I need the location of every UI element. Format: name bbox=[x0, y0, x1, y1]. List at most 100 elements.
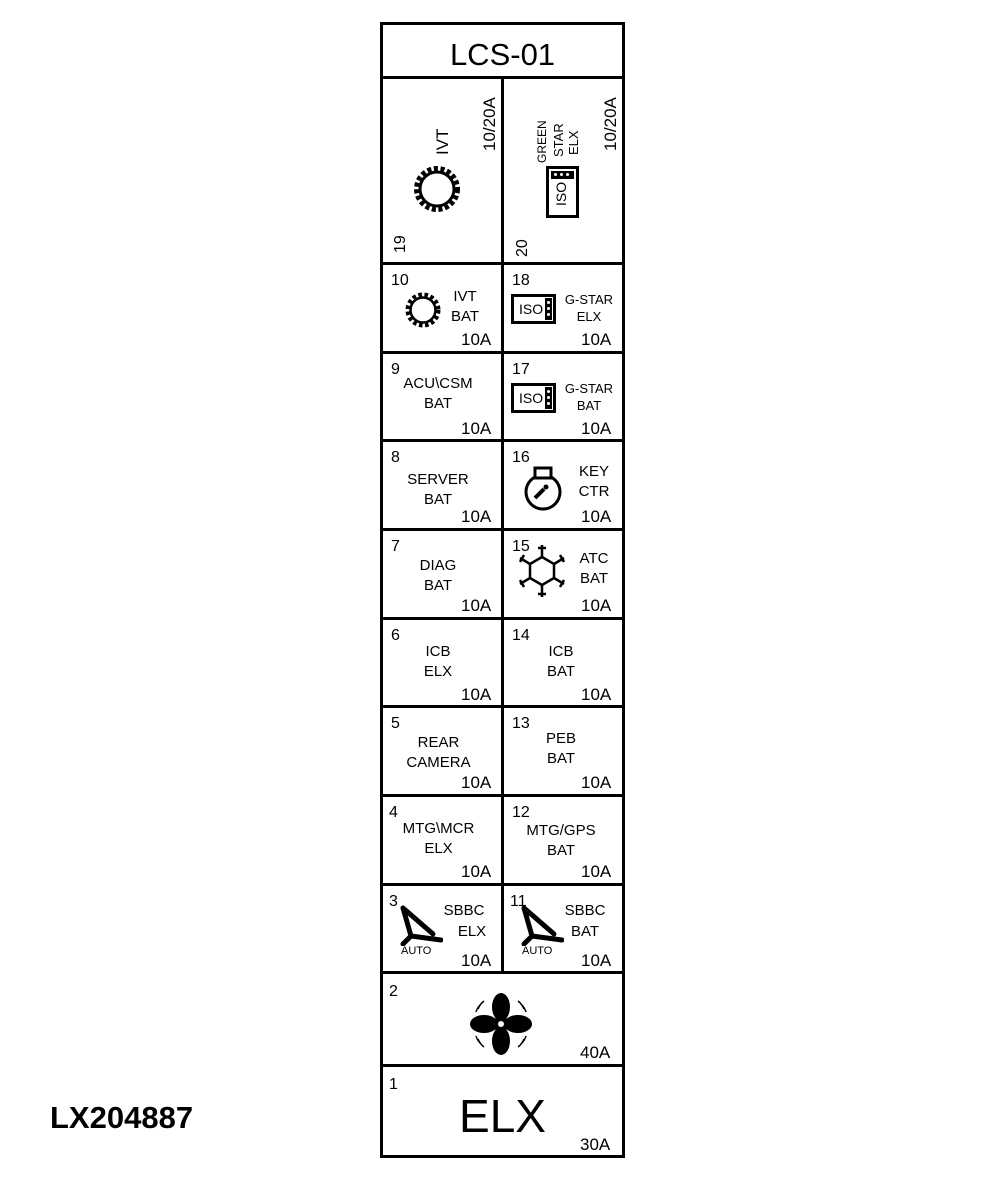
auto-steer-icon bbox=[400, 905, 443, 946]
fuse-rating: 10A bbox=[581, 330, 612, 349]
fuse-label-line1: SERVER bbox=[407, 471, 469, 488]
fuse-8: 8 SERVER BAT 10A bbox=[383, 442, 501, 528]
fuse-label-line1: IVT bbox=[453, 288, 477, 305]
fuse-12: 12 MTG/GPS BAT 10A bbox=[504, 797, 622, 883]
fuse-label-line1: REAR bbox=[417, 734, 460, 751]
fuse-label-line2: BAT bbox=[546, 842, 576, 859]
fuse-17: 17 ISO G-STAR BAT 10A bbox=[504, 354, 622, 439]
fuse-number: 1 bbox=[389, 1076, 398, 1093]
fuse-label-line2: CAMERA bbox=[406, 754, 471, 771]
fuse-label-line3: ELX bbox=[566, 130, 581, 155]
fuse-rating: 40A bbox=[580, 1043, 611, 1062]
fuse-number: 5 bbox=[391, 715, 400, 732]
fuse-14: 14 ICB BAT 10A bbox=[504, 620, 622, 705]
iso-connector-icon: ISO bbox=[511, 383, 556, 413]
fuse-rating: 10A bbox=[581, 951, 612, 970]
fuse-rating: 10A bbox=[581, 507, 612, 526]
fuse-label-line1: MTG/GPS bbox=[526, 822, 596, 839]
fuse-18: 18 ISO G-STAR ELX 10A bbox=[504, 265, 622, 351]
fuse-label-line1: GREEN bbox=[535, 120, 549, 163]
fuse-rating: 10/20A bbox=[601, 97, 620, 151]
iso-connector-icon: ISO bbox=[511, 294, 556, 324]
fuse-label: ELX bbox=[459, 1090, 546, 1142]
fuse-rating: 10A bbox=[461, 773, 492, 792]
fuse-rating: 10A bbox=[581, 685, 612, 704]
fuse-rating: 30A bbox=[580, 1135, 611, 1154]
fuse-rating: 10A bbox=[461, 685, 492, 704]
fuse-label-line1: ICB bbox=[548, 643, 574, 660]
fuse-number: 2 bbox=[389, 983, 398, 1000]
fuse-1: 1 ELX 30A bbox=[383, 1067, 622, 1155]
fuse-9: 9 ACU\CSM BAT 10A bbox=[383, 354, 501, 439]
fuse-rating: 10A bbox=[461, 330, 492, 349]
fuse-rating: 10A bbox=[581, 596, 612, 615]
fuse-number: 3 bbox=[389, 893, 398, 910]
fuse-4: 4 MTG\MCR ELX 10A bbox=[383, 797, 501, 883]
fuse-rating: 10A bbox=[461, 862, 492, 881]
fuse-number: 11 bbox=[510, 893, 527, 910]
fuse-label-line2: BAT bbox=[423, 395, 453, 412]
gear-icon bbox=[405, 292, 441, 328]
fuse-number: 12 bbox=[512, 804, 530, 821]
fuse-label-line2: BAT bbox=[570, 923, 600, 940]
fuse-label-line2: ELX bbox=[576, 309, 602, 324]
fuse-label-line2: STAR bbox=[551, 123, 566, 157]
gear-icon bbox=[414, 166, 460, 212]
panel-title: LCS-01 bbox=[449, 37, 556, 72]
fuse-rating: 10A bbox=[581, 773, 612, 792]
fuse-label-line2: ELX bbox=[424, 840, 453, 857]
fuse-number: 9 bbox=[391, 361, 400, 378]
fuse-16: 16 KEY CTR 10A bbox=[504, 442, 622, 528]
fuse-label-line2: BAT bbox=[546, 663, 576, 680]
fuse-panel: LCS-01 19 IVT 10/20A 20 GREEN STAR ELX 1… bbox=[380, 22, 625, 1158]
fuse-number: 4 bbox=[389, 804, 398, 821]
fuse-label-line2: CTR bbox=[578, 483, 610, 500]
fuse-label-line1: SBBC bbox=[564, 902, 606, 919]
fuse-number: 15 bbox=[512, 538, 530, 555]
auto-label: AUTO bbox=[401, 945, 432, 957]
fuse-number: 8 bbox=[391, 449, 400, 466]
fuse-label-line1: MTG\MCR bbox=[402, 820, 475, 837]
fuse-rating: 10A bbox=[581, 419, 612, 438]
fuse-label-line1: ICB bbox=[425, 643, 451, 660]
fuse-number: 19 bbox=[392, 235, 409, 253]
fuse-number: 17 bbox=[512, 361, 530, 378]
fuse-11: 11 AUTO SBBC BAT 10A bbox=[504, 886, 622, 971]
fuse-7: 7 DIAG BAT 10A bbox=[383, 531, 501, 617]
fuse-rating: 10A bbox=[581, 862, 612, 881]
fuse-label-line2: BAT bbox=[450, 308, 480, 325]
fuse-rating: 10A bbox=[461, 596, 492, 615]
fuse-label-line1: DIAG bbox=[419, 557, 457, 574]
fuse-label-line1: ATC bbox=[579, 550, 609, 567]
fuse-19: 19 IVT 10/20A bbox=[383, 79, 501, 262]
fuse-rating: 10A bbox=[461, 507, 492, 526]
fuse-number: 20 bbox=[514, 239, 531, 257]
fuse-15: 15 ATC BAT 10A bbox=[504, 531, 622, 617]
fuse-rating: 10A bbox=[461, 951, 492, 970]
fuse-number: 6 bbox=[391, 627, 400, 644]
key-icon bbox=[524, 466, 562, 511]
fuse-20: 20 GREEN STAR ELX 10/20A ISO bbox=[504, 79, 622, 262]
fuse-label-line2: BAT bbox=[576, 398, 602, 413]
fuse-number: 13 bbox=[512, 715, 530, 732]
fuse-label-line1: PEB bbox=[545, 730, 576, 747]
auto-label: AUTO bbox=[522, 945, 553, 957]
fuse-number: 7 bbox=[391, 538, 400, 555]
fuse-label-line2: ELX bbox=[423, 663, 453, 680]
auto-steer-icon bbox=[521, 905, 564, 946]
fuse-label-line1: ACU\CSM bbox=[403, 375, 473, 392]
fuse-label-line2: ELX bbox=[457, 923, 487, 940]
fuse-6: 6 ICB ELX 10A bbox=[383, 620, 501, 705]
fuse-label-line2: BAT bbox=[579, 570, 609, 587]
fuse-13: 13 PEB BAT 10A bbox=[504, 708, 622, 794]
fuse-number: 10 bbox=[391, 272, 409, 289]
fuse-label-line1: KEY bbox=[578, 463, 609, 480]
fuse-label-line1: SBBC bbox=[443, 902, 485, 919]
fuse-3: 3 AUTO SBBC ELX 10A bbox=[383, 886, 501, 971]
fuse-10: 10 IVT BAT 10A bbox=[383, 265, 501, 351]
fuse-rating: 10/20A bbox=[480, 97, 499, 151]
fan-icon bbox=[470, 993, 532, 1055]
fuse-rating: 10A bbox=[461, 419, 492, 438]
fuse-label: IVT bbox=[433, 128, 452, 155]
fuse-label-line2: BAT bbox=[423, 577, 453, 594]
